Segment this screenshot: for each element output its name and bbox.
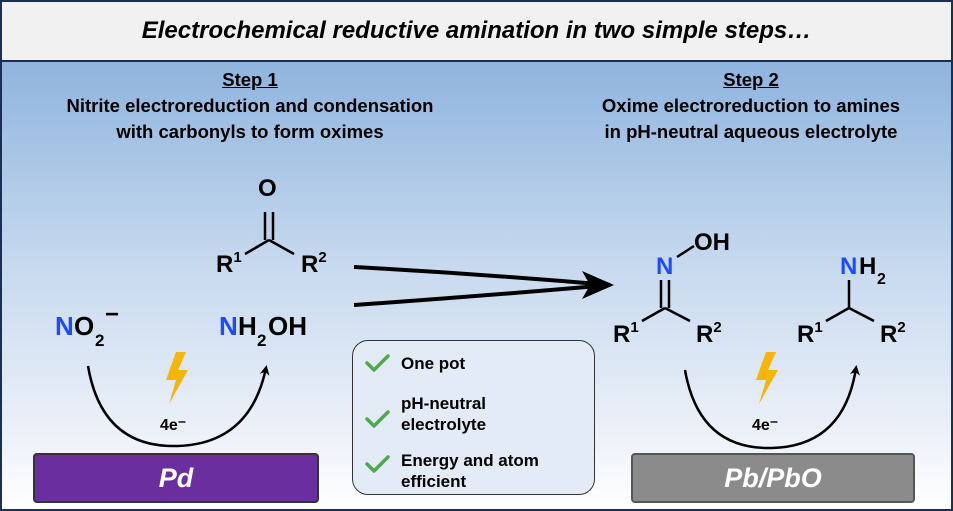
pd-catalyst-label: Pd xyxy=(158,462,194,493)
feature-one-pot-label: One pot xyxy=(401,354,466,373)
oxime-r1: R1 xyxy=(613,319,639,348)
reaction-scheme: O R1 R2 N O 2 − N H 2 OH 4e⁻ xyxy=(55,175,906,450)
oxime-bond-r2 xyxy=(664,306,691,323)
checkmark-icon xyxy=(353,450,401,474)
feature-ph-neutral: pH-neutral electrolyte xyxy=(353,393,594,435)
amine-structure: N H 2 R1 R2 xyxy=(797,253,906,348)
hydroxylamine-oh: OH xyxy=(268,311,307,341)
step2-electrons: 4e⁻ xyxy=(752,417,778,434)
title-banner: Electrochemical reductive amination in t… xyxy=(2,2,951,62)
step1-caption: Step 1 Nitrite electroreduction and cond… xyxy=(8,67,492,145)
hydroxylamine: N H 2 OH xyxy=(219,311,307,350)
banner-title: Electrochemical reductive amination in t… xyxy=(141,17,812,44)
amine-n: N xyxy=(840,253,857,280)
step2-title: Step 2 xyxy=(723,69,779,90)
oxime-r2: R2 xyxy=(696,319,722,348)
nitrite-charge: − xyxy=(105,301,119,328)
step1-reduction-arrow xyxy=(86,365,270,448)
checkmark-icon xyxy=(353,393,401,429)
oxime-n: N xyxy=(656,253,673,280)
oxime-structure: N OH R1 R2 xyxy=(613,229,730,348)
step1-line1: Nitrite electroreduction and condensatio… xyxy=(66,95,434,116)
feature-efficiency: Energy and atom efficient xyxy=(353,450,594,492)
carbonyl-r2: R2 xyxy=(301,249,327,278)
hydroxylamine-subscript: 2 xyxy=(257,331,266,350)
step1-line2: with carbonyls to form oximes xyxy=(116,121,384,142)
amine-subscript: 2 xyxy=(877,271,886,288)
oxime-bond-r1 xyxy=(641,306,666,323)
step1-electrons: 4e⁻ xyxy=(160,417,186,434)
feature-ph-neutral-label: pH-neutral electrolyte xyxy=(401,394,487,434)
step2-reduction-arrow xyxy=(683,365,860,450)
nitrite-o: O xyxy=(74,311,94,341)
amine-r1: R1 xyxy=(797,319,823,348)
amine-bond-r1 xyxy=(825,306,850,323)
step2-line1: Oxime electroreduction to amines xyxy=(601,95,901,116)
amine-h: H xyxy=(859,253,876,280)
hydroxylamine-n: N xyxy=(219,311,238,341)
feature-one-pot: One pot xyxy=(353,353,594,374)
step2-line2: in pH-neutral aqueous electrolyte xyxy=(604,121,898,142)
scheme-panel: Step 1 Nitrite electroreduction and cond… xyxy=(2,62,951,509)
pd-catalyst-box: Pd xyxy=(33,453,319,503)
nitrite-subscript: 2 xyxy=(95,331,104,350)
converge-arrow-bottom xyxy=(353,283,611,307)
carbonyl-oxygen: O xyxy=(258,175,277,202)
pb-catalyst-box: Pb/PbO xyxy=(631,453,915,503)
carbonyl-structure: O R1 R2 xyxy=(216,175,327,278)
amine-bond-r2 xyxy=(848,306,875,323)
converge-arrowhead xyxy=(582,271,614,299)
oxime-oh: OH xyxy=(694,229,730,256)
oxime-n-o-bond xyxy=(676,244,695,259)
nitrite: N O 2 − xyxy=(55,301,119,350)
hydroxylamine-h: H xyxy=(238,311,257,341)
pb-catalyst-label: Pb/PbO xyxy=(724,462,822,493)
carbonyl-bond-r2 xyxy=(268,238,295,256)
lightning-bolt-icon xyxy=(756,352,778,404)
lightning-bolt-icon xyxy=(166,352,188,404)
carbonyl-bond-r1 xyxy=(244,238,270,256)
step2-caption: Step 2 Oxime electroreduction to amines … xyxy=(553,67,949,145)
features-box: One pot pH-neutral electrolyte Energy an… xyxy=(352,340,595,495)
nitrite-n: N xyxy=(55,311,74,341)
checkmark-icon xyxy=(353,353,401,373)
carbonyl-r1: R1 xyxy=(216,249,242,278)
amine-r2: R2 xyxy=(880,319,906,348)
feature-efficiency-label: Energy and atom efficient xyxy=(401,451,539,491)
step1-title: Step 1 xyxy=(222,69,278,90)
converge-arrow-top xyxy=(353,265,611,287)
